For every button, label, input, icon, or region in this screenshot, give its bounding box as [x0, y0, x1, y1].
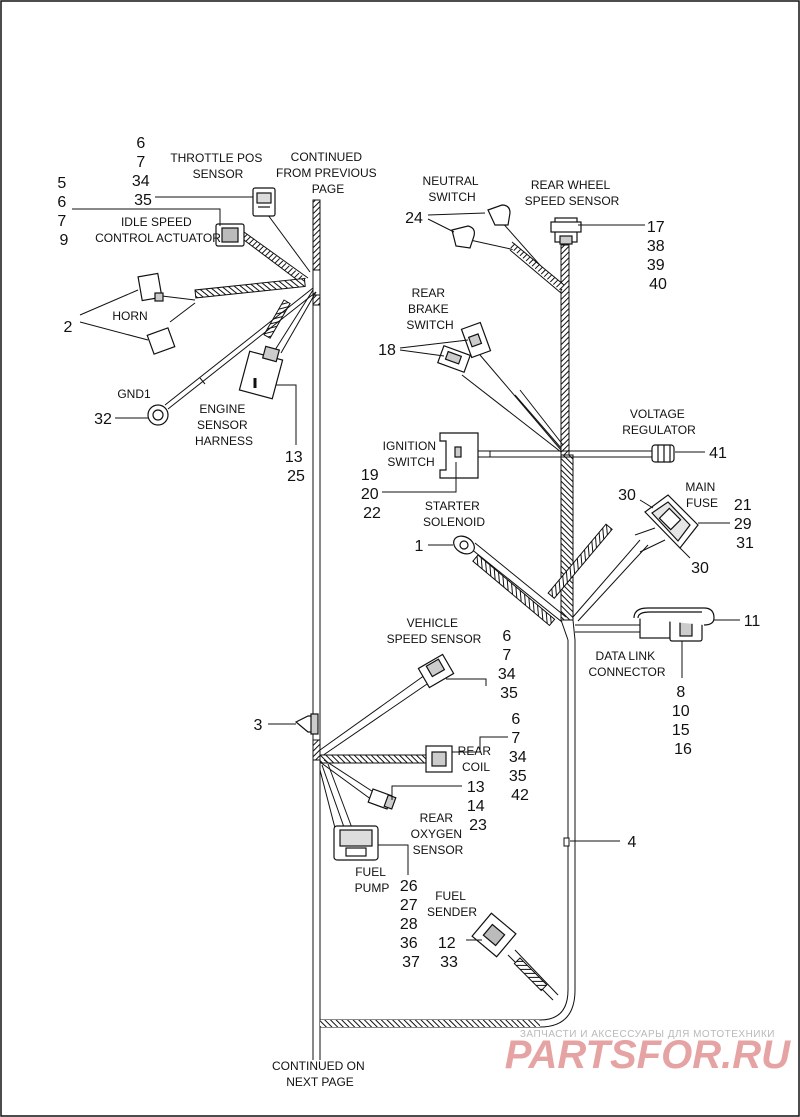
starter-solenoid-ring-terminal	[453, 535, 475, 555]
callout-horn: 2	[64, 319, 73, 336]
neutral-switch-connectors	[451, 204, 511, 249]
ignition-switch-label: IGNITION SWITCH	[383, 439, 440, 469]
watermark-tagline: ЗАПЧАСТИ И АКСЕССУАРЫ ДЛЯ МОТОТЕХНИКИ	[520, 1029, 775, 1040]
rear-coil-connector	[425, 745, 453, 773]
harness-clip	[294, 713, 319, 735]
rear-wheel-speed-sensor-connector	[550, 217, 582, 245]
callout-numbers: 6 7 34 35 5 6 7 9 2 32 13 25 24 17 38 39…	[57, 135, 760, 971]
engine-sensor-harness-label: ENGINE SENSOR HARNESS	[195, 402, 253, 448]
bottom-loop-harness	[320, 640, 576, 1028]
lower-left-branches	[319, 674, 559, 1001]
callout-leader-lines	[72, 196, 740, 941]
voltage-regulator-label: VOLTAGE REGULATOR	[622, 407, 696, 437]
rear-oxygen-sensor-connector	[367, 788, 397, 810]
rear-brake-switch-label: REAR BRAKE SWITCH	[406, 286, 453, 332]
callout-main-fuse-top: 30	[618, 487, 636, 504]
gnd1-label: GND1	[117, 387, 151, 401]
callout-neutral-switch: 24	[405, 210, 423, 227]
watermark: ЗАПЧАСТИ И АКСЕССУАРЫ ДЛЯ МОТОТЕХНИКИ PA…	[505, 1029, 791, 1077]
callout-vehicle-speed: 6 7 34 35	[498, 628, 520, 702]
main-fuse-label: MAIN FUSE	[685, 480, 718, 510]
callout-voltage-regulator: 41	[709, 445, 727, 462]
callout-fuel-pump: 26 27 28 36 37	[400, 878, 422, 971]
callout-clip: 3	[254, 717, 263, 734]
throttle-pos-sensor-label: THROTTLE POS SENSOR	[170, 151, 265, 181]
starter-solenoid-label: STARTER SOLENOID	[423, 499, 485, 529]
ignition-switch-connector	[439, 432, 479, 479]
idle-speed-actuator-connector	[215, 223, 245, 247]
rear-wheel-speed-sensor-label: REAR WHEEL SPEED SENSOR	[525, 178, 620, 208]
upper-left-branches	[161, 214, 317, 410]
engine-sensor-harness-connector	[238, 345, 284, 400]
rear-coil-label: REAR COIL	[458, 744, 495, 774]
callout-throttle-pos: 6 7 34 35	[132, 135, 154, 209]
watermark-logo: PARTSFOR.RU	[505, 1033, 791, 1077]
callout-main-fuse-bottom: 30	[691, 560, 709, 577]
upper-right-branches	[461, 219, 666, 633]
fuel-sender-label: FUEL SENDER	[427, 889, 477, 919]
callout-rear-brake-switch: 18	[378, 342, 396, 359]
callout-engine-sensor-harness: 13 25	[285, 449, 307, 485]
neutral-switch-label: NEUTRAL SWITCH	[423, 174, 482, 204]
rear-oxygen-sensor-label: REAR OXYGEN SENSOR	[411, 811, 466, 857]
callout-rear-oxygen: 13 14 23	[467, 779, 489, 834]
throttle-pos-sensor-connector	[252, 187, 276, 217]
continued-from-label: CONTINUED FROM PREVIOUS PAGE	[276, 150, 380, 196]
labels: CONTINUED FROM PREVIOUS PAGE CONTINUED O…	[95, 150, 718, 1089]
callout-idle-speed: 5 6 7 9	[57, 175, 70, 249]
main-fuse-holder	[644, 494, 699, 549]
data-link-connector-label: DATA LINK CONNECTOR	[588, 649, 665, 679]
rear-brake-switch-connectors	[436, 321, 492, 374]
vehicle-speed-sensor-connector	[417, 653, 455, 689]
callout-rear-wheel-speed: 17 38 39 40	[647, 219, 669, 293]
horn-label: HORN	[112, 309, 147, 323]
callout-main-fuse-side: 21 29 31	[734, 497, 756, 552]
callout-starter-solenoid: 1	[415, 538, 424, 555]
gnd1-ring-terminal	[147, 404, 169, 426]
fuel-pump-label: FUEL PUMP	[355, 865, 390, 895]
continued-on-label: CONTINUED ON NEXT PAGE	[272, 1059, 368, 1089]
callout-gnd1: 32	[94, 411, 112, 428]
data-link-connector	[633, 607, 715, 642]
callout-ignition-switch: 19 20 22	[361, 467, 383, 522]
callout-rear-coil: 6 7 34 35 42	[509, 711, 531, 804]
voltage-regulator-connector	[651, 444, 675, 463]
callout-fuel-sender: 12 33	[438, 935, 460, 971]
callout-harness: 4	[628, 834, 637, 851]
vehicle-speed-sensor-label: VEHICLE SPEED SENSOR	[387, 616, 482, 646]
fuel-pump-connector	[333, 825, 379, 861]
fuel-sender-connector	[471, 912, 517, 958]
callout-data-link: 8 10 15 16	[672, 684, 694, 758]
callout-data-link-11: 11	[744, 613, 761, 630]
idle-speed-control-actuator-label: IDLE SPEED CONTROL ACTUATOR	[95, 215, 221, 245]
left-main-harness	[312, 199, 321, 1060]
horn-connectors	[137, 272, 176, 355]
